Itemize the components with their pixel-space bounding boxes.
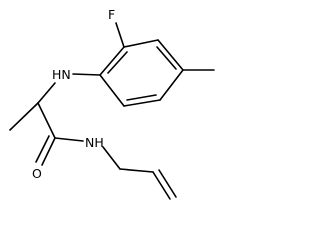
bond-carbonyl-amide-n (54, 137, 84, 142)
bond-amide-n-allyl-ch2 (102, 146, 121, 170)
ring-bond-c6-c1 (99, 74, 125, 107)
bond-ring-amine (72, 73, 101, 76)
ring-double-bond-c3-c4 (156, 46, 177, 70)
bond-ring-fluorine (115, 22, 125, 48)
bond-amine-alpha-carbon (37, 82, 56, 104)
bond-alpha-carbon-carbonyl (37, 102, 56, 139)
amide-nh-label: NH (85, 135, 104, 150)
chemical-structure-diagram: F HN O NH (9, 7, 215, 200)
fluorine-atom-label: F (108, 7, 115, 22)
bond-carbonyl-oxygen-double (35, 135, 50, 163)
ring-double-bond-c5-c6 (126, 94, 157, 101)
amine-nh-label: HN (52, 67, 71, 82)
bond-allyl-ch2-ch (119, 168, 154, 173)
ring-bond-c2-c3 (123, 39, 159, 48)
oxygen-atom-label: O (32, 166, 42, 181)
ring-bond-c4-c5 (159, 69, 184, 101)
ring-bond-c3-c4 (157, 39, 184, 71)
bond-alpha-carbon-methyl (9, 102, 39, 131)
bond-allyl-ch-ch2-double (158, 169, 177, 198)
bond-carbonyl-oxygen (41, 137, 56, 166)
benzene-ring (99, 39, 184, 107)
ring-double-bond-c1-c2 (107, 51, 128, 74)
ring-bond-c1-c2 (99, 46, 125, 76)
ring-bond-c5-c6 (123, 99, 161, 107)
bond-allyl-ch-ch2 (152, 171, 171, 200)
